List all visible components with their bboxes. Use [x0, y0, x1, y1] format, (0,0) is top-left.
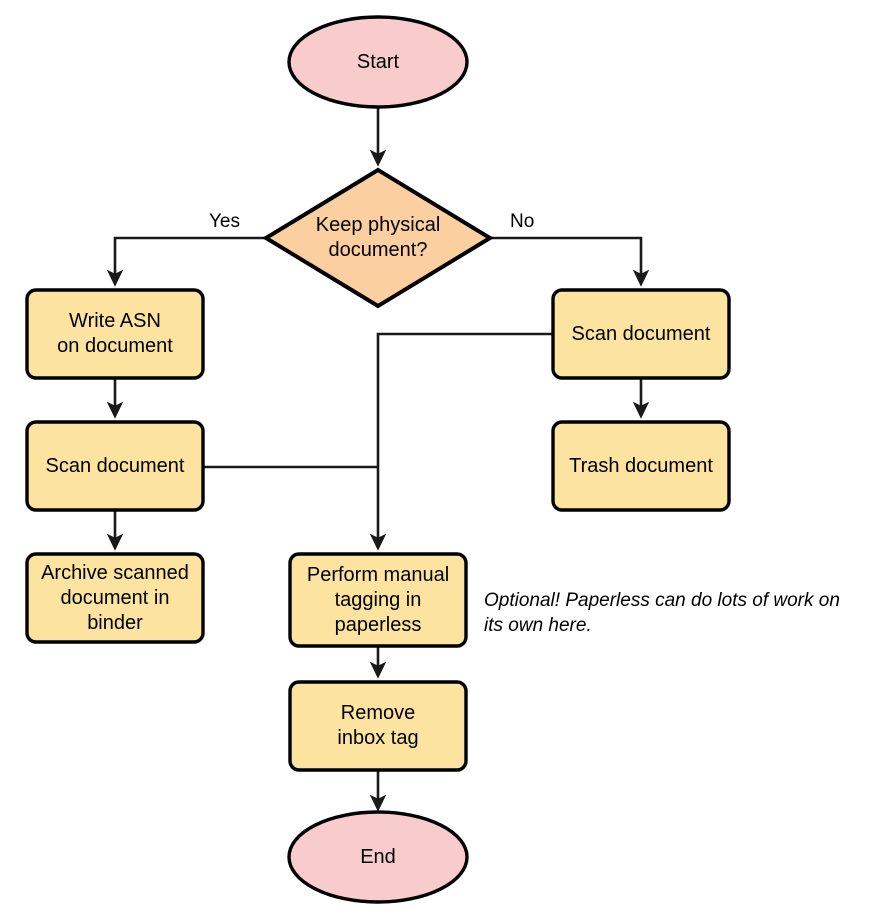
node-scan-right-shape [551, 288, 731, 380]
node-remove-inbox-shape [288, 680, 468, 772]
edge-label-yes: Yes [209, 211, 240, 232]
node-tagging-shape [288, 552, 468, 648]
node-write-asn-shape [25, 288, 205, 380]
node-end-shape [287, 810, 469, 904]
node-archive-shape [25, 552, 205, 644]
edge-decision-yes-to-write-asn [106, 236, 265, 287]
node-decision-shape [262, 167, 494, 309]
edge-scan-right-to-tagging [369, 332, 553, 551]
node-start-shape [287, 15, 469, 109]
node-trash-shape [551, 420, 731, 512]
optional-note: Optional! Paperless can do lots of work … [484, 590, 840, 636]
edge-label-no: No [510, 211, 535, 232]
edge-decision-no-to-scan-right [491, 236, 650, 287]
node-scan-left-shape [25, 420, 205, 512]
